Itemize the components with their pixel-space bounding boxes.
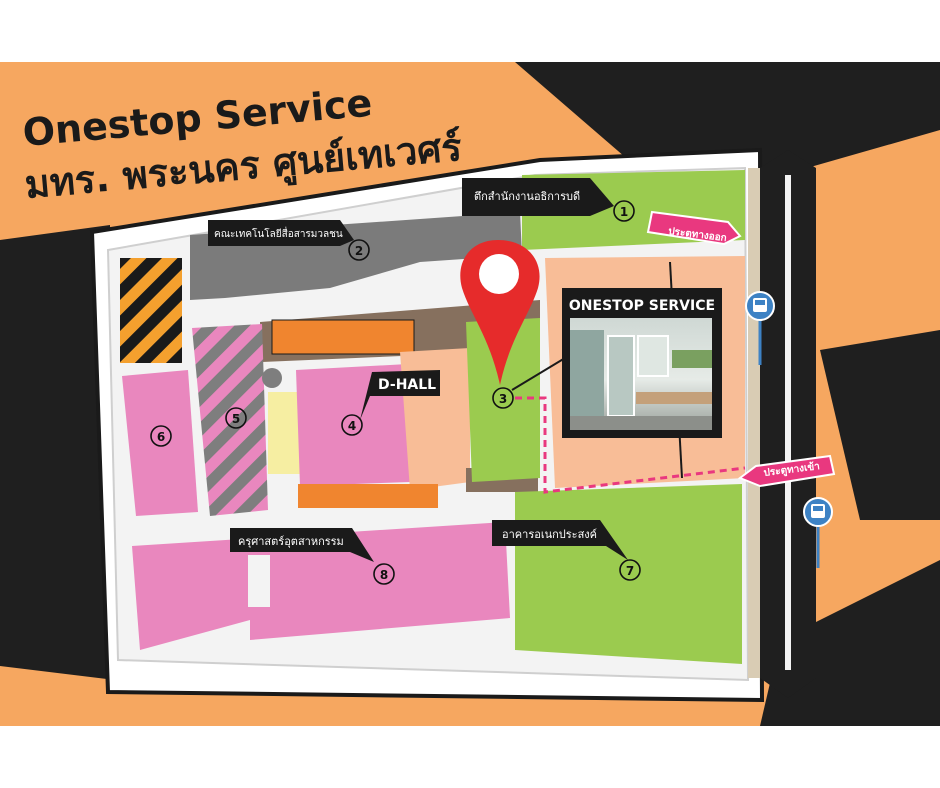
orange-block-bottom [298, 484, 438, 508]
gate-exit[interactable]: ประตูทางออก [646, 210, 742, 245]
onestop-banner: ONESTOP SERVICE [569, 298, 715, 314]
svg-text:2: 2 [355, 244, 363, 258]
building-8-label: ครุศาสตร์อุตสาหกรรม [238, 535, 344, 548]
svg-text:5: 5 [232, 412, 240, 426]
building-6[interactable] [122, 370, 198, 516]
building-7-label: อาคารอเนกประสงค์ [502, 528, 597, 541]
walking-route [515, 396, 746, 494]
road [748, 150, 816, 698]
marker-6[interactable]: 6 [150, 425, 172, 447]
marker-7[interactable]: 7 [619, 559, 641, 581]
building-1-label: ตึกสำนักงานอธิการบดี [474, 190, 580, 203]
yellow-area [268, 392, 302, 474]
svg-text:6: 6 [157, 430, 165, 444]
building-2-label: คณะเทคโนโลยีสื่อสารมวลชน [214, 226, 343, 240]
marker-3[interactable]: 3 [492, 387, 514, 409]
label-tag-1[interactable]: ตึกสำนักงานอธิการบดี [462, 178, 614, 216]
bus-stop-icon[interactable] [803, 497, 833, 568]
building-8[interactable] [132, 522, 510, 650]
marker-2[interactable]: 2 [348, 239, 370, 261]
label-tag-7[interactable]: อาคารอเนกประสงค์ [492, 520, 628, 560]
number-markers: 1 2 3 4 5 6 7 8 [150, 200, 641, 585]
svg-text:3: 3 [499, 392, 507, 406]
peach-block-west [400, 348, 470, 490]
onestop-photo [570, 318, 712, 430]
hazard-stripe-area [120, 258, 182, 363]
building-3[interactable] [466, 318, 540, 482]
bus-stop-icon[interactable] [745, 291, 775, 365]
marker-1[interactable]: 1 [613, 200, 635, 222]
label-tags: ตึกสำนักงานอธิการบดี คณะเทคโนโลยีสื่อสาร… [208, 178, 628, 562]
building-4-label: D-HALL [378, 377, 436, 393]
onestop-callout[interactable]: ONESTOP SERVICE [511, 288, 722, 438]
building-5[interactable] [192, 324, 268, 516]
label-tag-4[interactable]: D-HALL [360, 370, 440, 420]
marker-8[interactable]: 8 [373, 563, 395, 585]
orange-block-top [271, 319, 415, 355]
gate-entrance[interactable]: ประตูทางเข้า [737, 454, 836, 488]
label-tag-2[interactable]: คณะเทคโนโลยีสื่อสารมวลชน [208, 220, 354, 246]
svg-text:8: 8 [380, 568, 388, 582]
svg-text:7: 7 [626, 564, 634, 578]
marker-4[interactable]: 4 [341, 414, 363, 436]
svg-text:1: 1 [620, 205, 628, 219]
location-pin-icon [460, 240, 540, 385]
label-tag-8[interactable]: ครุศาสตร์อุตสาหกรรม [230, 528, 374, 562]
svg-text:4: 4 [348, 419, 356, 433]
marker-5[interactable]: 5 [225, 407, 247, 429]
